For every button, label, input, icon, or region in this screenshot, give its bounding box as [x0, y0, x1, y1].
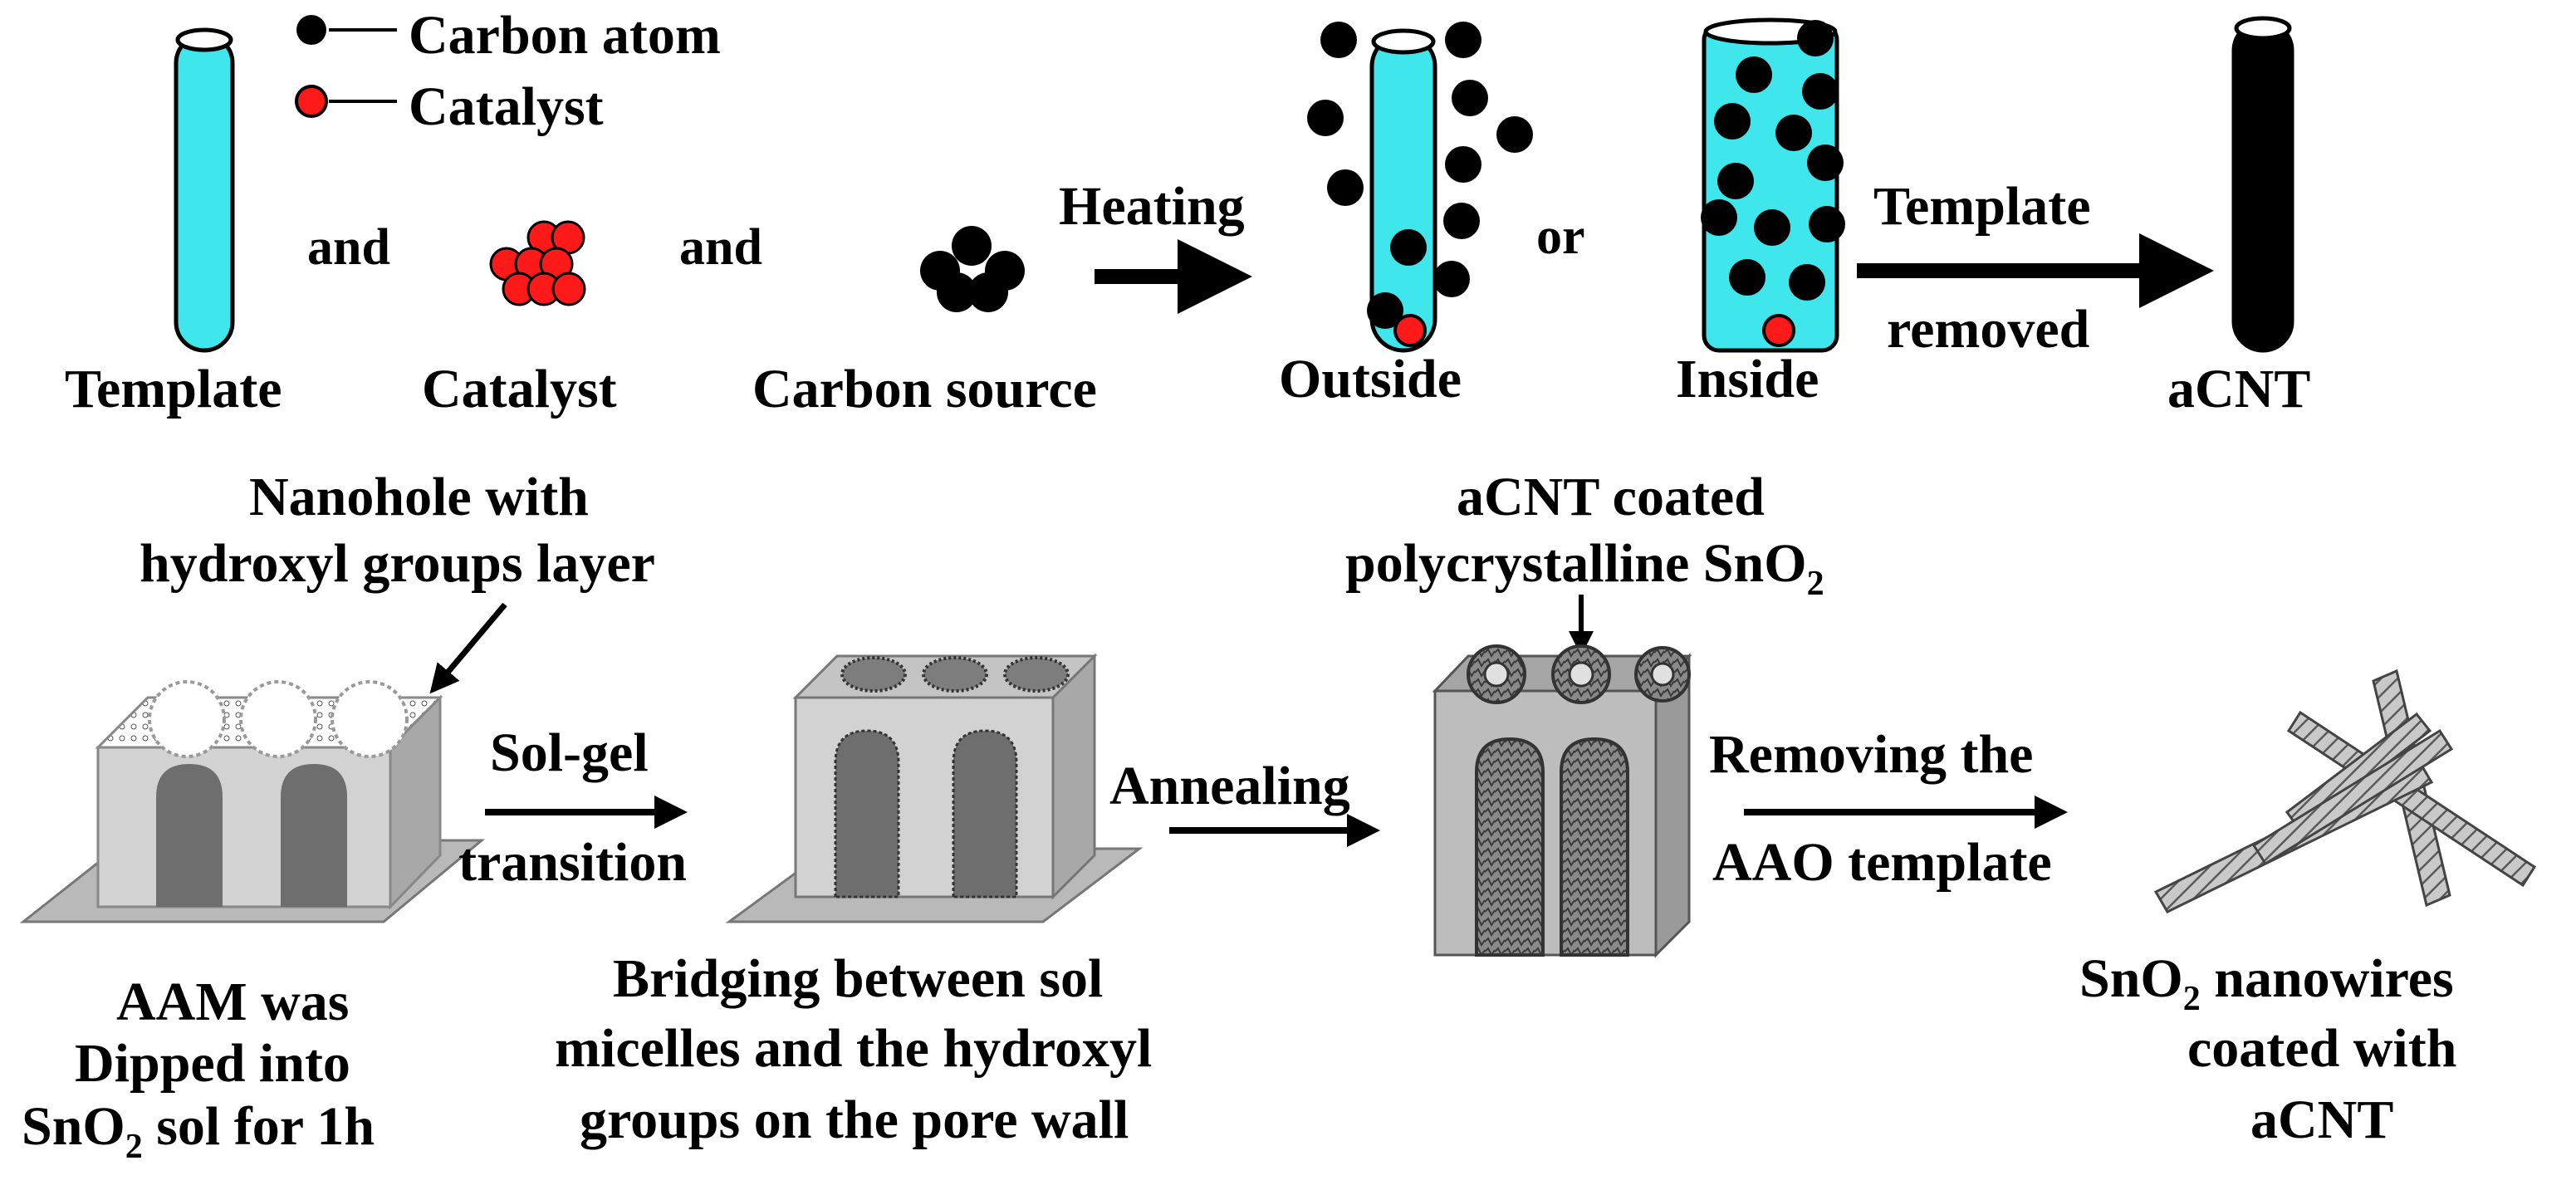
solgel-label-1: Sol-gel: [490, 722, 649, 783]
acnt-tube-icon: [2231, 16, 2294, 353]
bridge-caption-3: groups on the pore wall: [580, 1090, 1129, 1150]
nanohole-label-2: hydroxyl groups layer: [140, 533, 655, 594]
aam-caption-1: AAM was: [116, 972, 349, 1032]
carbon-source-icon: [920, 226, 1025, 312]
annealing-label: Annealing: [1109, 756, 1350, 816]
coated-label-1: aCNT coated: [1457, 467, 1765, 527]
outside-catalyst-icon: [1393, 314, 1427, 347]
legend-carbon-label: Carbon atom: [409, 5, 721, 66]
legend-catalyst-icon: [295, 85, 328, 118]
template-tube-icon: [174, 27, 235, 353]
outside-label: Outside: [1279, 349, 1462, 409]
catalyst-cluster-icon: [489, 220, 586, 306]
nanowires-icon: [2153, 668, 2537, 913]
annealed-block-icon: [1432, 644, 1692, 958]
legend-catalyst-label: Catalyst: [409, 76, 604, 137]
template-label: Template: [65, 359, 282, 419]
solgel-label-2: transition: [458, 832, 687, 893]
nanowires-caption-2: coated with: [2187, 1018, 2456, 1079]
carbon-source-label: Carbon source: [752, 359, 1097, 419]
and-label-1: and: [307, 219, 390, 276]
nanohole-label-1: Nanohole with: [249, 467, 589, 527]
removing-label-1: Removing the: [1709, 724, 2033, 785]
or-label: or: [1536, 208, 1585, 265]
inside-label: Inside: [1676, 349, 1819, 409]
bridge-caption-1: Bridging between sol: [613, 948, 1103, 1009]
nanohole-pointer-arrow: [429, 602, 507, 694]
outside-growth-tube-icon: [1307, 22, 1533, 353]
aam-template-icon: [19, 680, 486, 923]
acnt-label: aCNT: [2167, 359, 2310, 419]
bridged-template-icon: [725, 653, 1144, 923]
inside-growth-tube-icon: [1701, 17, 1845, 353]
nanowires-caption-1: SnO2 nanowires: [2079, 948, 2454, 1018]
heating-label: Heating: [1059, 176, 1245, 237]
legend: Carbon atom Catalyst: [295, 5, 721, 137]
nanowires-caption-3: aCNT: [2250, 1090, 2393, 1150]
legend-carbon-icon: [296, 15, 326, 45]
template-removed-label-1: Template: [1873, 176, 2091, 237]
aam-caption-2: Dipped into: [75, 1033, 350, 1094]
template-removed-label-2: removed: [1887, 299, 2089, 360]
catalyst-label: Catalyst: [422, 359, 617, 419]
removing-label-2: AAO template: [1712, 832, 2052, 893]
bridge-caption-2: micelles and the hydroxyl: [555, 1018, 1152, 1079]
coated-label-2: polycrystalline SnO2: [1345, 533, 1824, 603]
and-label-2: and: [679, 219, 762, 276]
aam-caption-3: SnO2 sol for 1h: [22, 1096, 375, 1166]
inside-catalyst-icon: [1762, 314, 1795, 347]
